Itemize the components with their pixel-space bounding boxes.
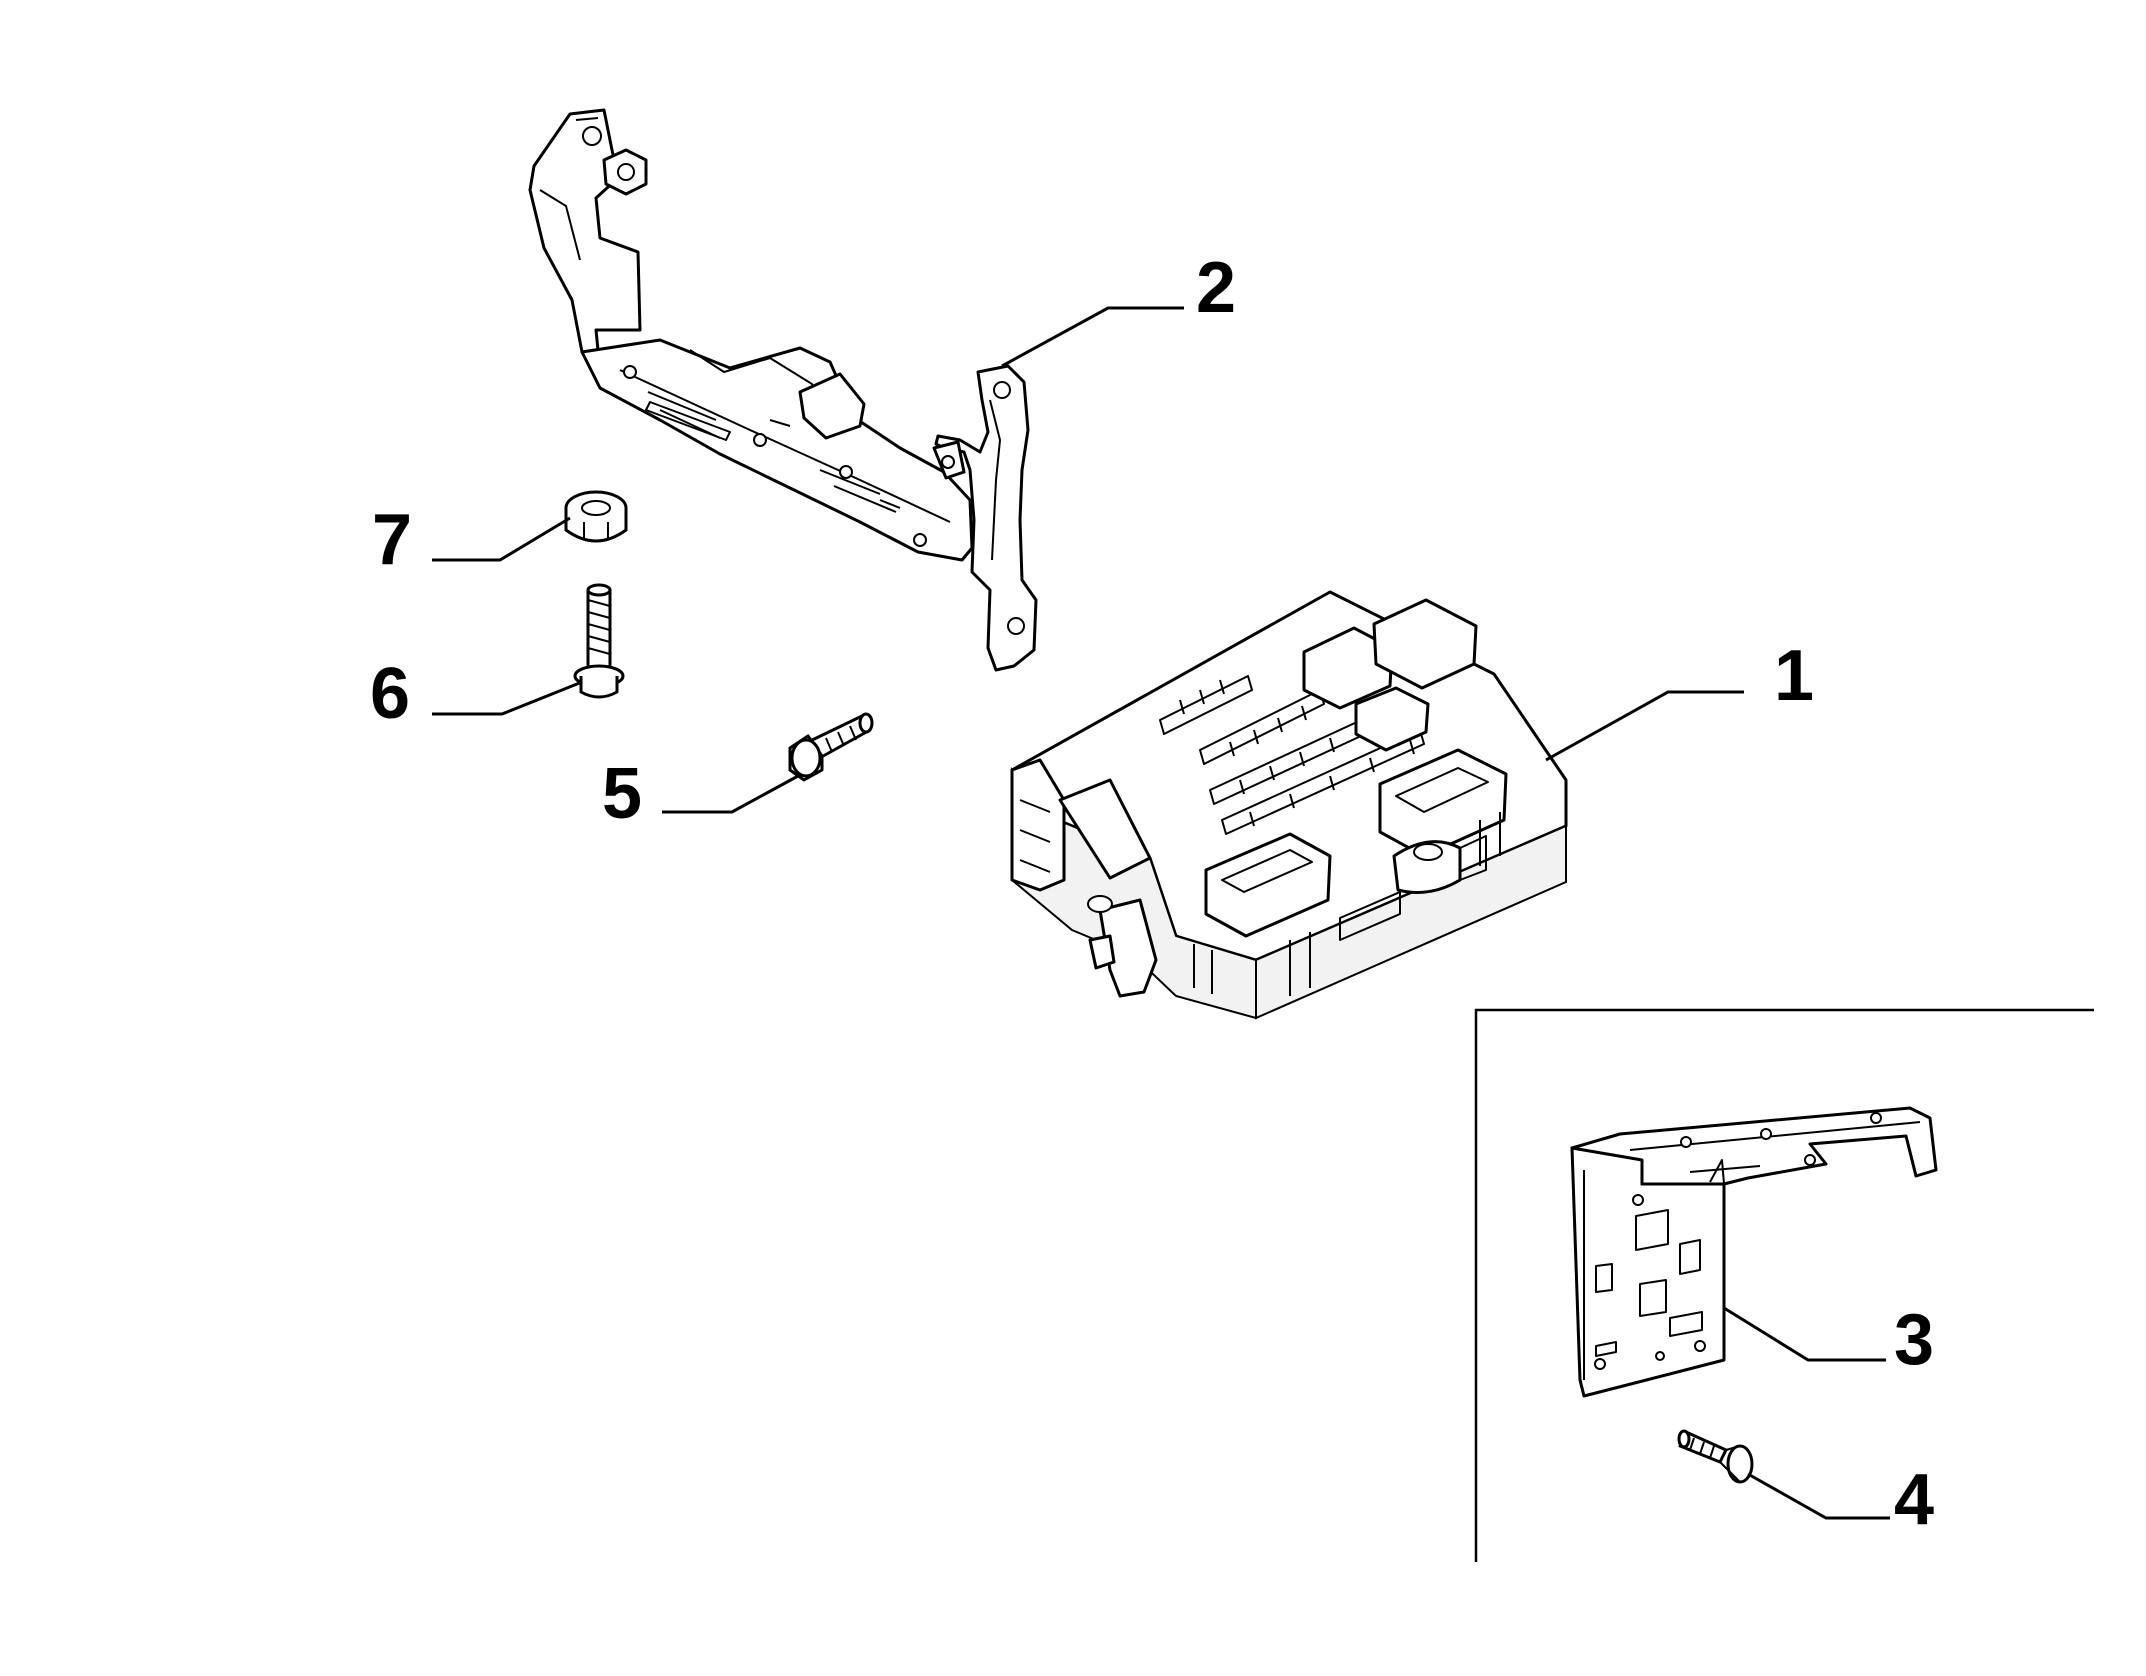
leader-line-4 (1747, 1472, 1890, 1520)
leader-line-3 (1723, 1306, 1886, 1362)
bolt-part[interactable] (788, 712, 874, 782)
callout-6: 6 (370, 654, 410, 734)
callout-4: 4 (1894, 1460, 1934, 1540)
bracket-part[interactable] (528, 108, 1038, 672)
nut-part[interactable] (564, 490, 628, 543)
control-unit-part[interactable] (1010, 590, 1568, 1020)
screw-part[interactable] (1677, 1429, 1754, 1484)
callout-1: 1 (1774, 636, 1814, 716)
callout-3: 3 (1894, 1300, 1934, 1380)
leader-line-5 (662, 774, 799, 814)
callout-5: 5 (602, 754, 642, 834)
flange-bolt-part[interactable] (573, 583, 625, 699)
leader-line-7 (432, 516, 571, 562)
leader-line-1 (1545, 690, 1744, 762)
callout-2: 2 (1196, 248, 1236, 328)
leader-line-2 (1001, 306, 1184, 368)
callout-7: 7 (372, 500, 412, 580)
support-plate-part[interactable] (1570, 1106, 1938, 1398)
inset-frame (1474, 1008, 2094, 1562)
leader-line-6 (432, 680, 583, 716)
